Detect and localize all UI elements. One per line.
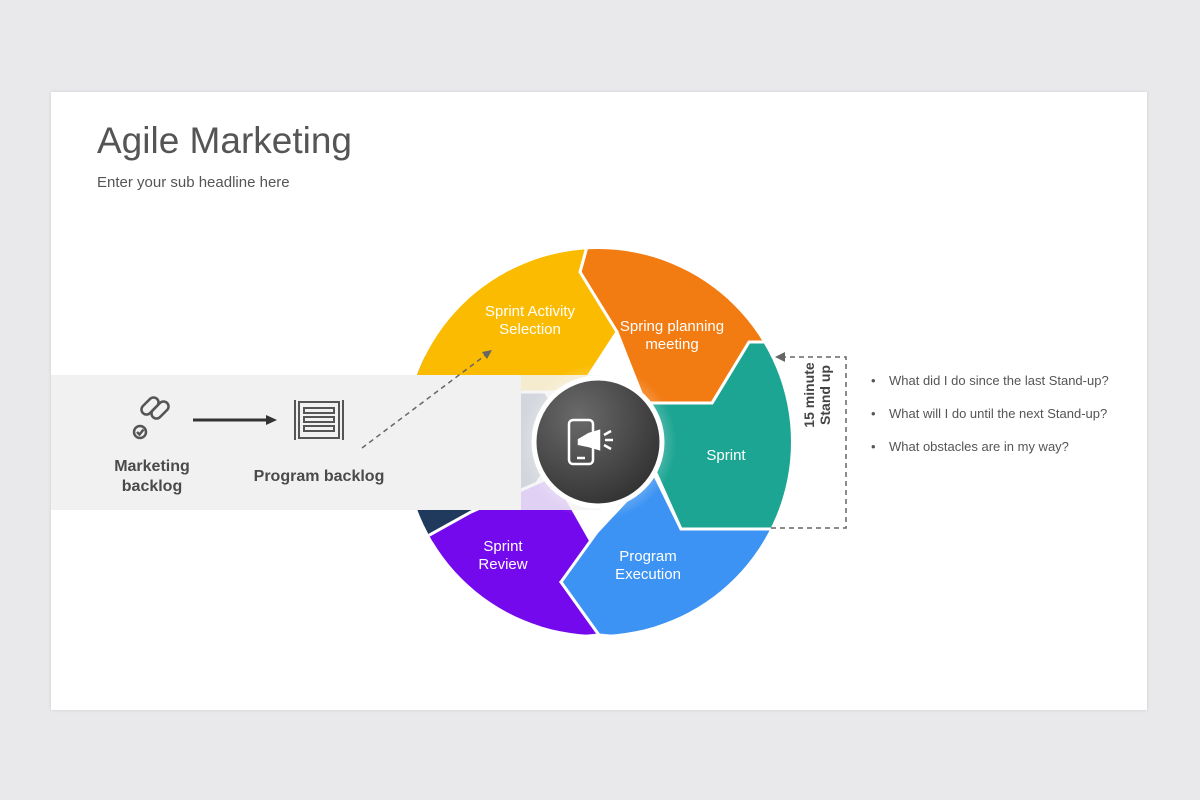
segment-label-sprint-activity: Sprint Activity Selection	[484, 303, 576, 338]
slide: Agile Marketing Enter your sub headline …	[51, 92, 1147, 710]
segment-label-sprint-review: Sprint Review	[478, 538, 528, 573]
chain-link-icon	[132, 396, 170, 440]
page-title: Agile Marketing	[97, 120, 353, 161]
standup-loop	[771, 356, 847, 529]
segment-label-sprint: Sprint	[706, 447, 746, 464]
agile-cycle-diagram	[51, 249, 847, 635]
standup-questions: What did I do since the last Stand-up? W…	[871, 364, 1111, 463]
program-backlog-label: Program backlog	[253, 468, 385, 485]
segment-label-program-execution: Program Execution	[615, 548, 681, 583]
mobile-megaphone-icon	[567, 418, 613, 466]
standup-label: 15 minute Stand up	[801, 362, 833, 428]
marketing-backlog-label: Marketing backlog	[114, 458, 190, 495]
backlog-band	[51, 375, 521, 510]
list-item: What will I do until the next Stand-up?	[871, 397, 1111, 430]
page-subtitle: Enter your sub headline here	[97, 174, 290, 191]
list-item: What did I do since the last Stand-up?	[871, 364, 1111, 397]
dashed-arrow	[361, 353, 488, 449]
list-item: What obstacles are in my way?	[871, 430, 1111, 463]
server-rack-icon	[294, 400, 344, 440]
segment-label-spring-planning: Spring planning meeting	[619, 318, 725, 353]
